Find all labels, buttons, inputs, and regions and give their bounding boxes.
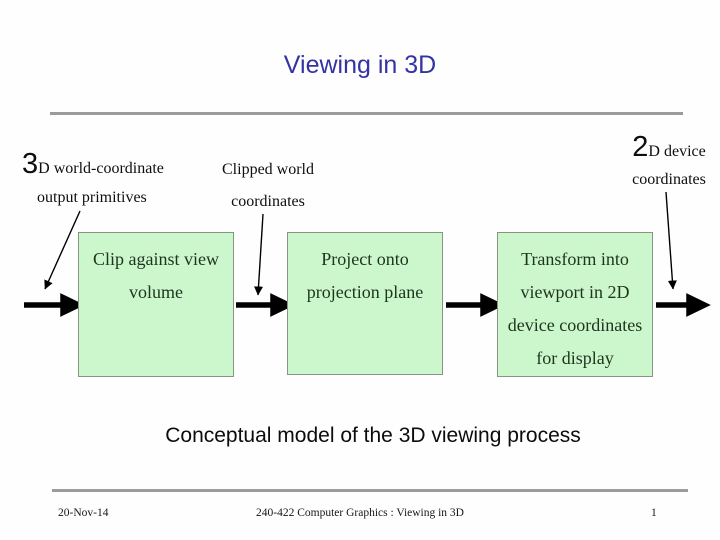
process-box-project: Project onto projection plane bbox=[287, 232, 443, 375]
footer-divider-line bbox=[52, 489, 688, 492]
arrow-project-to-transform-head bbox=[480, 293, 505, 317]
label-text: coordinates bbox=[231, 193, 305, 210]
label-text: coordinates bbox=[632, 171, 706, 188]
label-3d-world-coordinates: 3D world-coordinate output primitives bbox=[22, 150, 164, 207]
label-2d-device-coordinates: 2D device coordinates bbox=[626, 133, 712, 189]
box-text-line: viewport in 2D bbox=[520, 282, 630, 302]
box-text-line: for display bbox=[536, 348, 614, 368]
arrow-output-head bbox=[686, 293, 711, 317]
footer-date: 20-Nov-14 bbox=[58, 507, 109, 519]
label-line: 2D device bbox=[626, 133, 712, 162]
title-divider-line bbox=[50, 112, 683, 115]
label-line: 3D world-coordinate bbox=[22, 150, 164, 179]
pointer-world-coordinates bbox=[44, 210, 81, 290]
label-clipped-world-coordinates: Clipped world coordinates bbox=[208, 160, 328, 211]
box-text-line: projection plane bbox=[306, 282, 424, 302]
big-digit-3: 3 bbox=[22, 148, 39, 180]
label-text: D device bbox=[648, 143, 706, 160]
box-text-line: Project onto bbox=[321, 249, 409, 269]
box-text-line: volume bbox=[129, 282, 183, 302]
pointer-device-coordinates bbox=[665, 191, 677, 290]
footer-course-title: 240-422 Computer Graphics : Viewing in 3… bbox=[256, 507, 464, 519]
label-text: D world-coordinate bbox=[38, 160, 164, 177]
process-box-transform: Transform into viewport in 2D device coo… bbox=[497, 232, 653, 377]
label-text: Clipped world bbox=[222, 161, 314, 178]
box-text-line: Clip against view bbox=[93, 249, 219, 269]
footer-page-number: 1 bbox=[651, 507, 657, 519]
slide-caption: Conceptual model of the 3D viewing proce… bbox=[165, 424, 581, 447]
label-text: output primitives bbox=[37, 189, 147, 206]
box-text-line: device coordinates bbox=[507, 315, 643, 335]
slide-title: Viewing in 3D bbox=[283, 51, 437, 79]
pointer-clipped-coordinates bbox=[254, 213, 264, 296]
arrow-clip-to-project-head bbox=[270, 293, 295, 317]
box-text-line: Transform into bbox=[521, 249, 629, 269]
process-box-clip: Clip against view volume bbox=[78, 232, 234, 377]
arrow-input-head bbox=[60, 293, 85, 317]
big-digit-2: 2 bbox=[632, 131, 649, 163]
